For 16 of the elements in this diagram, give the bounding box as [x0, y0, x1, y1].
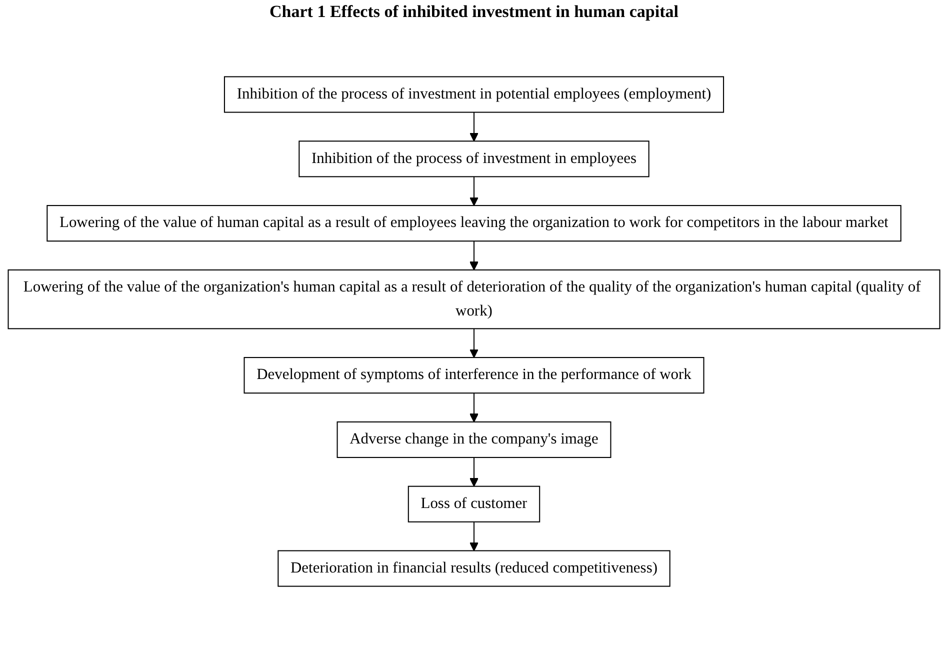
node-box: Adverse change in the company's image — [336, 421, 612, 458]
node-box: Loss of customer — [408, 486, 540, 522]
node-box: Development of symptoms of interference in the performance of work — [244, 357, 704, 394]
chart-title: Chart 1 Effects of inhibited investment in human capital — [268, 2, 680, 22]
arrow — [469, 328, 479, 358]
arrow — [469, 393, 479, 422]
arrow — [469, 176, 479, 206]
arrow — [469, 457, 479, 487]
node-box: Lowering of the value of the organization's human capital as a result of deterioration of the quality of the organization's human capital (quality of work) — [8, 269, 940, 330]
arrow — [469, 241, 479, 270]
arrow — [469, 522, 479, 552]
node-box: Deterioration in financial results (reduced competitiveness) — [278, 550, 670, 587]
node-box: Lowering of the value of human capital as a result of employees leaving the organization to work for competitors in the labour market — [46, 205, 902, 242]
node-box: Inhibition of the process of investment in potential employees (employment) — [224, 76, 724, 113]
arrow — [469, 112, 479, 142]
node-box: Inhibition of the process of investment in employees — [298, 140, 650, 178]
